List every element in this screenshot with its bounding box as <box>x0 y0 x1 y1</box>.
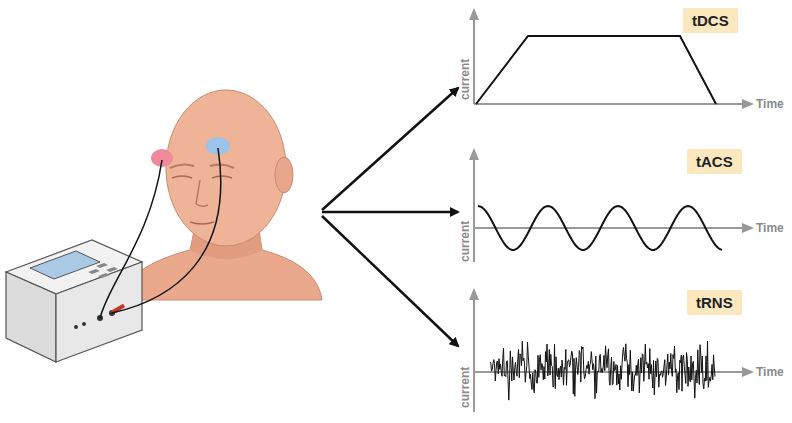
method-label-box: tACS <box>687 149 742 174</box>
axis-label-vertical: current <box>458 59 472 100</box>
axes <box>474 10 752 412</box>
method-label-box: tRNS <box>687 290 742 315</box>
method-label: tACS <box>696 153 733 170</box>
axis-label: Time <box>756 97 784 111</box>
method-label-box: tDCS <box>683 8 738 33</box>
wire <box>100 160 162 318</box>
method-label: tRNS <box>696 294 733 311</box>
axis-label: Time <box>756 221 784 235</box>
axis-label-vertical: current <box>458 367 472 408</box>
tdcs-wave <box>476 36 716 104</box>
axis-label: Time <box>756 365 784 379</box>
tacs-wave <box>478 206 722 250</box>
method-label: tDCS <box>692 12 729 29</box>
wire <box>112 148 221 313</box>
axis-label-vertical: current <box>458 221 472 262</box>
trns-wave <box>490 341 715 400</box>
pointer-arrows <box>322 88 458 346</box>
stimulator-device <box>6 240 142 362</box>
